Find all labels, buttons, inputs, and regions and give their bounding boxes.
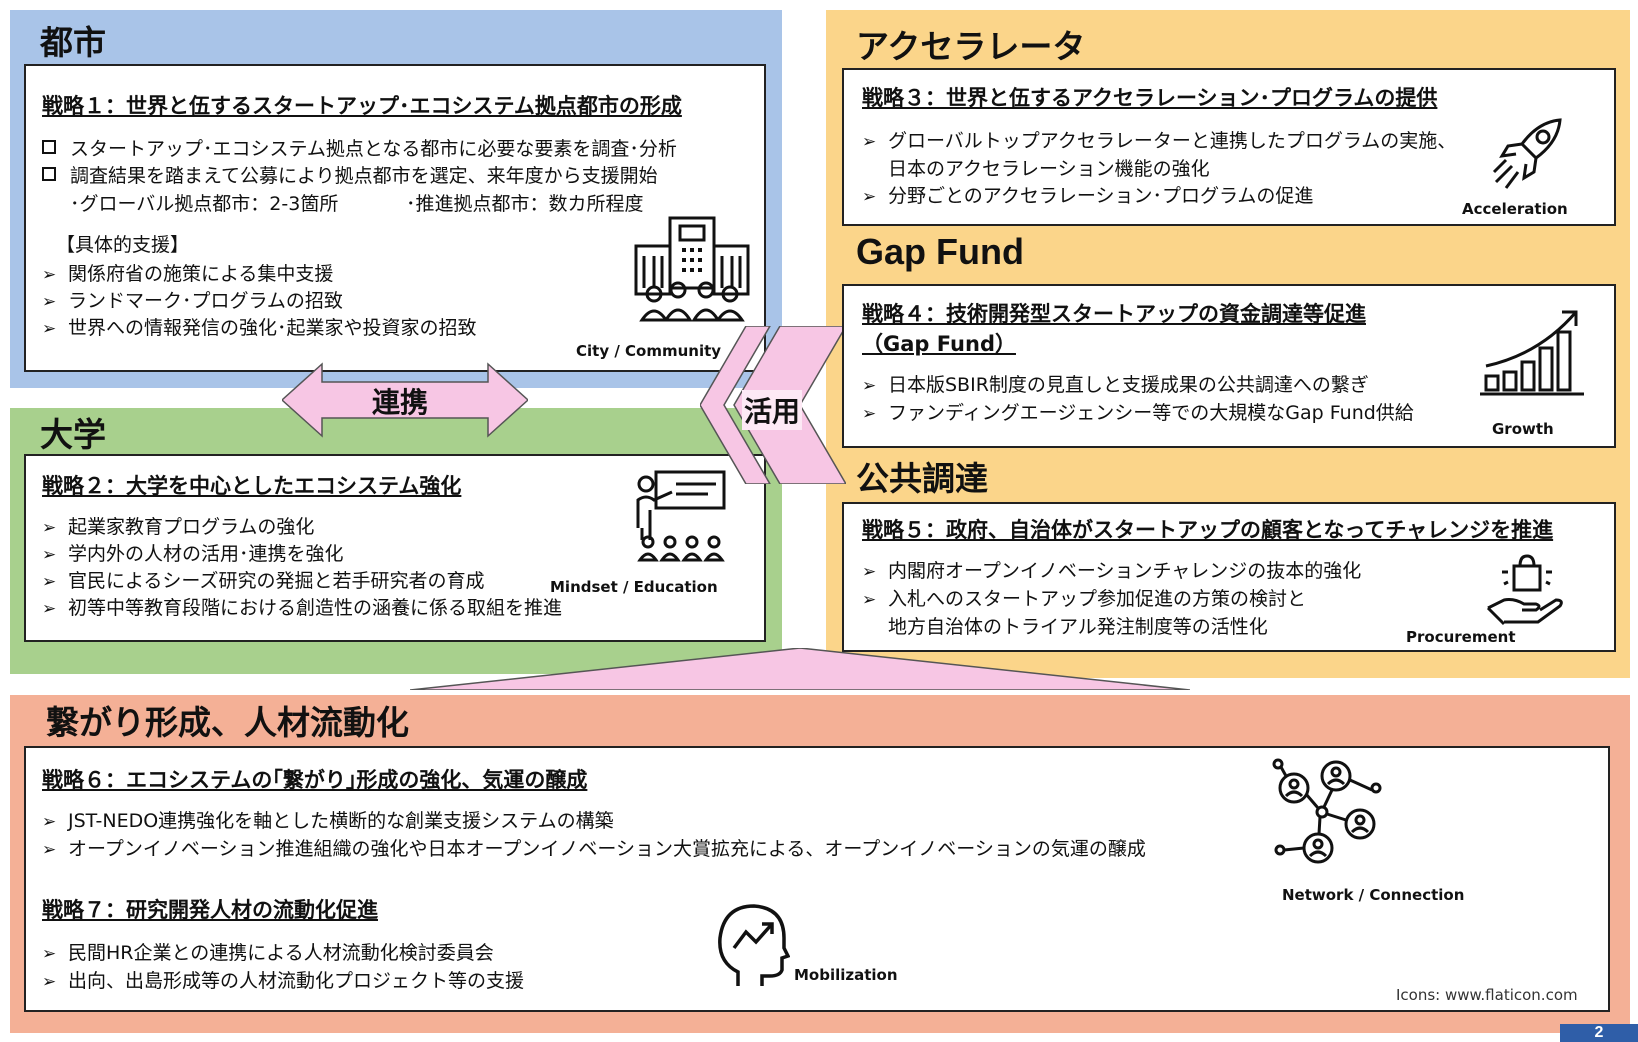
katsuyo-label: 活用 — [742, 390, 803, 430]
kokyo-item-1: ➢内閣府オープンイノベーションチャレンジの抜本的強化 — [862, 560, 1362, 582]
kokyo-title: 公共調達 — [856, 459, 988, 498]
gapfund-box: 戦略４：技術開発型スタートアップの資金調達等促進 （Gap Fund） ➢日本版… — [842, 284, 1616, 448]
strategy6-heading: 戦略６：エコシステムの｢繋がり｣形成の強化、気運の醸成 — [42, 768, 588, 792]
toshi-title: 都市 — [40, 23, 106, 62]
strategy7-heading: 戦略７：研究開発人材の流動化促進 — [42, 898, 378, 922]
growth-caption: Growth — [1492, 420, 1554, 438]
tsunagari-title: 繋がり形成、人材流動化 — [46, 703, 409, 742]
strategy2-heading: 戦略２：大学を中心としたエコシステム強化 — [42, 474, 462, 498]
renkei-double-arrow — [282, 362, 528, 438]
gapfund-title: Gap Fund — [856, 231, 1024, 272]
support-item-2: ➢ランドマーク･プログラムの招致 — [42, 290, 343, 312]
tsunagari-item7-1: ➢民間HR企業との連携による人材流動化検討委員会 — [42, 942, 494, 964]
kokyo-item-2: ➢入札へのスタートアップ参加促進の方策の検討と — [862, 588, 1307, 610]
acceleration-caption: Acceleration — [1462, 200, 1568, 218]
daigaku-item-3: ➢官民によるシーズ研究の発掘と若手研究者の育成 — [42, 570, 485, 592]
support-label: 【具体的支援】 — [56, 234, 190, 256]
gapfund-item-2: ➢ファンディングエージェンシー等での大規模なGap Fund供給 — [862, 402, 1414, 424]
renkei-label: 連携 — [372, 386, 429, 419]
promotion-city-count: ･推進拠点都市：数カ所程度 — [406, 193, 644, 215]
accel-item-2: ➢分野ごとのアクセラレーション･プログラムの促進 — [862, 185, 1314, 207]
mobilization-icon — [718, 904, 790, 986]
icon-credit: Icons: www.flaticon.com — [1396, 986, 1578, 1004]
city-community-icon — [634, 216, 750, 322]
strategy4-heading-2: （Gap Fund） — [862, 332, 1016, 356]
network-caption: Network / Connection — [1282, 886, 1465, 904]
support-item-1: ➢関係府省の施策による集中支援 — [42, 263, 334, 285]
daigaku-box: 戦略２：大学を中心としたエコシステム強化 ➢起業家教育プログラムの強化 ➢学内外… — [24, 454, 766, 642]
mobilization-caption: Mobilization — [794, 966, 898, 984]
page-number: 2 — [1560, 1024, 1638, 1042]
kokyo-box: 戦略５：政府、自治体がスタートアップの顧客となってチャレンジを推進 ➢内閣府オー… — [842, 502, 1616, 652]
city-community-caption: City / Community — [576, 342, 722, 360]
gapfund-item-1: ➢日本版SBIR制度の見直しと支援成果の公共調達への繋ぎ — [862, 374, 1369, 396]
kokyo-item-2-cont: 地方自治体のトライアル発注制度等の活性化 — [888, 616, 1268, 638]
rocket-icon — [1492, 118, 1562, 189]
growth-icon — [1480, 310, 1584, 396]
tsunagari-item7-2: ➢出向、出島形成等の人材流動化プロジェクト等の支援 — [42, 970, 525, 992]
tsunagari-item6-2: ➢オープンイノベーション推進組織の強化や日本オープンイノベーション大賞拡充による… — [42, 838, 1146, 860]
strategy3-heading: 戦略３：世界と伍するアクセラレーション･プログラムの提供 — [862, 86, 1438, 110]
strategy1-heading: 戦略１：世界と伍するスタートアップ･エコシステム拠点都市の形成 — [42, 94, 682, 118]
toshi-box: 戦略１：世界と伍するスタートアップ･エコシステム拠点都市の形成 スタートアップ･… — [24, 64, 766, 372]
accel-item-1: ➢グローバルトップアクセラレーターと連携したプログラムの実施、 — [862, 130, 1457, 152]
procurement-caption: Procurement — [1406, 628, 1516, 646]
global-city-count: ･グローバル拠点都市：2-3箇所 — [70, 193, 339, 215]
procurement-icon — [1486, 554, 1563, 626]
daigaku-item-1: ➢起業家教育プログラムの強化 — [42, 516, 315, 538]
daigaku-item-4: ➢初等中等教育段階における創造性の涵養に係る取組を推進 — [42, 597, 563, 619]
daigaku-title: 大学 — [40, 415, 106, 454]
upward-triangle-arrow — [410, 648, 1190, 690]
education-caption: Mindset / Education — [550, 578, 718, 596]
accel-box: 戦略３：世界と伍するアクセラレーション･プログラムの提供 ➢グローバルトップアク… — [842, 68, 1616, 226]
tsunagari-box: 戦略６：エコシステムの｢繋がり｣形成の強化、気運の醸成 ➢JST-NEDO連携強… — [24, 746, 1610, 1012]
toshi-bullet-1: スタートアップ･エコシステム拠点となる都市に必要な要素を調査･分析 — [42, 138, 677, 161]
accel-title: アクセラレータ — [856, 27, 1086, 66]
toshi-bullet-2: 調査結果を踏まえて公募により拠点都市を選定、来年度から支援開始 — [42, 165, 658, 188]
education-icon — [636, 470, 726, 562]
strategy4-heading: 戦略４：技術開発型スタートアップの資金調達等促進 — [862, 302, 1366, 326]
tsunagari-item6-1: ➢JST-NEDO連携強化を軸とした横断的な創業支援システムの構築 — [42, 810, 614, 832]
support-item-3: ➢世界への情報発信の強化･起業家や投資家の招致 — [42, 317, 477, 339]
network-icon — [1272, 758, 1382, 864]
accel-item-1-cont: 日本のアクセラレーション機能の強化 — [888, 158, 1210, 180]
daigaku-item-2: ➢学内外の人材の活用･連携を強化 — [42, 543, 344, 565]
strategy5-heading: 戦略５：政府、自治体がスタートアップの顧客となってチャレンジを推進 — [862, 518, 1554, 542]
